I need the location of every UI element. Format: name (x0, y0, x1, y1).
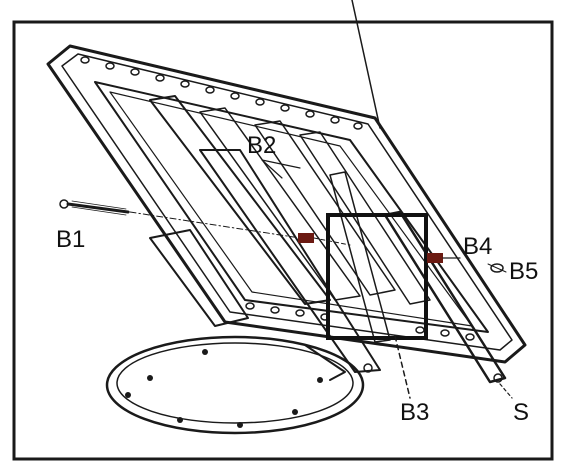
outer-border (12, 20, 554, 461)
label-b5: B5 (509, 258, 538, 285)
label-b4: B4 (463, 233, 492, 260)
label-s: S (513, 399, 529, 426)
nut-b5 (487, 263, 507, 273)
b2-leader-line (261, 159, 301, 179)
support-bars (199, 149, 507, 384)
detail-box (326, 213, 428, 340)
b1-leader-line-inner (313, 237, 351, 246)
label-b3: B3 (400, 399, 429, 426)
base-stand (105, 335, 365, 435)
b3-leader-line (394, 335, 411, 399)
label-b2: B2 (247, 132, 276, 159)
fastener-b4 (427, 253, 443, 263)
bolt-b1 (59, 199, 130, 216)
top-leader-line (351, 0, 381, 129)
label-b1: B1 (56, 226, 85, 253)
main-frame (46, 44, 527, 364)
s-leader-line (499, 383, 513, 399)
b1-leader-line (129, 211, 301, 239)
fastener-b1 (298, 233, 314, 243)
